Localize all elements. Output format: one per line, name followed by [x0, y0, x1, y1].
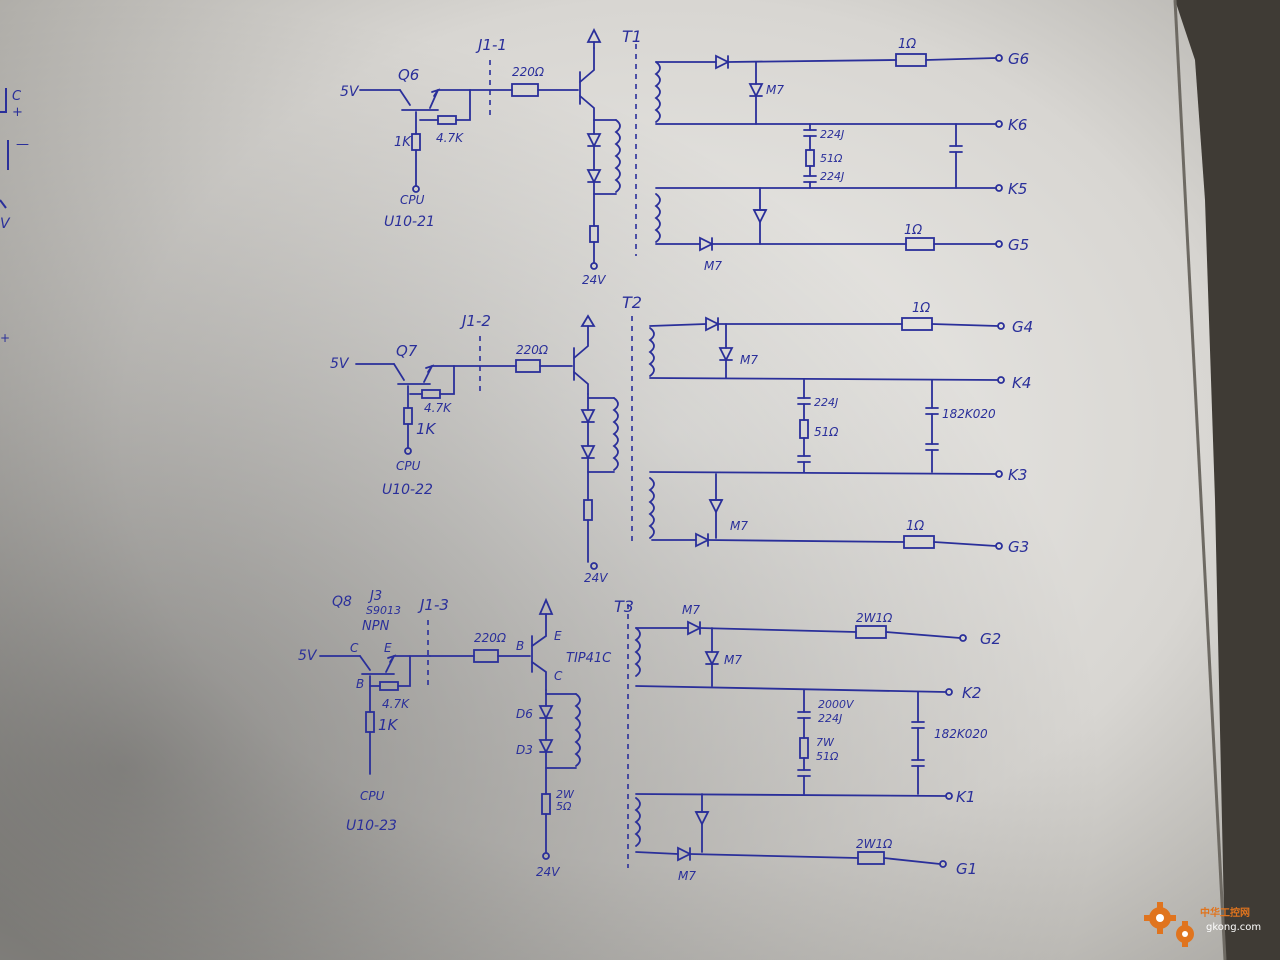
s3-tr-part: S9013: [366, 604, 401, 617]
s2-out-gate-bottom: G3: [1008, 538, 1029, 556]
s3-cpu-label: CPU: [360, 789, 385, 803]
s2-top-resistor-label: 1Ω: [912, 301, 930, 316]
s2-connector-label: J1-2: [459, 312, 491, 330]
s1-connector-label: J1-1: [475, 36, 507, 54]
gear-icon: [1144, 902, 1194, 947]
s1-transistor-label: Q6: [398, 66, 419, 84]
edge-fragment-5: +: [0, 331, 10, 345]
s2-base-resistor-label: 1K: [416, 420, 437, 438]
edge-fragment-4: V: [0, 216, 11, 232]
s3-resistor-value: 5Ω: [556, 800, 572, 813]
s1-out-k-bottom: K5: [1008, 180, 1027, 198]
s2-input-label: 5V: [330, 356, 350, 372]
s1-transformer-label: T1: [622, 27, 642, 46]
stage-1-driver: [359, 27, 621, 270]
s1-feedback-resistor-label: 4.7K: [436, 131, 464, 145]
s2-transistor-label: Q7: [396, 342, 418, 360]
s3-top-resistor-label: 2W1Ω: [856, 611, 893, 625]
s3-base-resistor-label: 1K: [378, 716, 399, 734]
s3-pin-b: B: [356, 677, 364, 691]
s3-out-gate-top: G2: [980, 630, 1001, 648]
watermark-name: 中华工控网: [1200, 906, 1250, 919]
s1-out-gate-top: G6: [1008, 50, 1029, 68]
s1-series-resistor-label: 220Ω: [512, 65, 545, 79]
s2-out-k-bottom: K3: [1008, 466, 1027, 484]
s2-cpu-pin-label: U10-22: [382, 482, 433, 498]
s2-transformer-label: T2: [622, 293, 642, 312]
s3-driver-part: TIP41C: [566, 651, 612, 666]
s3-driver-c: C: [554, 669, 563, 683]
s2-snubber-cap: 224J: [814, 396, 838, 409]
s2-cap-value: 182K020: [942, 407, 996, 421]
s2-bottom-diode-label: M7: [730, 519, 748, 533]
s3-top-diode-label: M7: [682, 603, 700, 617]
s3-out-gate-bottom: G1: [956, 860, 977, 878]
s3-input-label: 5V: [298, 648, 318, 664]
s3-out-k-top: K2: [962, 684, 981, 702]
stage-2-output: [648, 316, 1005, 550]
s3-series-resistor-label: 220Ω: [474, 631, 507, 645]
s3-top-diode-2-label: M7: [724, 653, 742, 667]
s3-snubber-cap: 224J: [818, 712, 842, 725]
s3-bottom-diode-label: M7: [678, 869, 696, 883]
s3-tr-type: NPN: [362, 619, 390, 634]
s3-cpu-pin-label: U10-23: [346, 818, 397, 834]
stage-3-driver: [319, 597, 581, 860]
s1-bottom-resistor-label: 1Ω: [904, 223, 922, 238]
s1-input-label: 5V: [340, 84, 360, 100]
s1-out-k-top: K6: [1008, 116, 1027, 134]
s3-feedback-resistor-label: 4.7K: [382, 697, 410, 711]
stage-2-driver: [355, 314, 619, 570]
s1-cpu-label: CPU: [400, 193, 425, 207]
s1-snubber-cap2: 224J: [820, 170, 844, 183]
s2-top-diode-label: M7: [740, 353, 758, 367]
s2-feedback-resistor-label: 4.7K: [424, 401, 452, 415]
s2-cpu-label: CPU: [396, 459, 421, 473]
s1-supply-label: 24V: [582, 273, 606, 287]
s1-base-resistor-label: 1K: [394, 135, 412, 150]
s3-transistor-label: Q8: [332, 594, 352, 610]
stage-1-output: [654, 53, 1003, 252]
s1-cpu-pin-label: U10-21: [384, 214, 435, 230]
stage-3-output: [634, 620, 967, 868]
s2-series-resistor-label: 220Ω: [516, 343, 549, 357]
s3-out-k-bottom: K1: [956, 788, 975, 806]
s3-driver-e: E: [554, 629, 562, 643]
s3-driver-b: B: [516, 639, 524, 653]
edge-fragments: [0, 88, 9, 209]
edge-fragment-3: —: [16, 137, 29, 152]
s3-snubber-res: 51Ω: [816, 750, 839, 763]
s1-snubber-cap1: 224J: [820, 128, 844, 141]
stage-2-dashes: [479, 316, 633, 546]
s3-tr-ref: J3: [367, 589, 382, 604]
s1-top-resistor-label: 1Ω: [898, 37, 916, 52]
watermark-url: gkong.com: [1206, 922, 1261, 933]
s1-out-gate-bottom: G5: [1008, 236, 1029, 254]
s3-bottom-resistor-label: 2W1Ω: [856, 837, 893, 851]
s3-cap-value: 182K020: [934, 727, 988, 741]
stage-3-dashes: [427, 604, 629, 868]
s3-snubber-res-power: 7W: [816, 736, 835, 749]
s3-pin-c: C: [350, 641, 359, 655]
s3-diode-2: D3: [516, 743, 533, 757]
watermark: 中华工控网 gkong.com: [1144, 902, 1261, 947]
s2-out-k-top: K4: [1012, 374, 1031, 392]
s2-out-gate-top: G4: [1012, 318, 1033, 336]
s1-bottom-diode-label: M7: [704, 259, 722, 273]
s3-supply-label: 24V: [536, 865, 560, 879]
s3-diode-1: D6: [516, 707, 533, 721]
s3-resistor-power: 2W: [556, 788, 575, 801]
s2-snubber-res: 51Ω: [814, 425, 839, 439]
s1-snubber-res: 51Ω: [820, 152, 843, 165]
s1-top-diode-label: M7: [766, 83, 784, 97]
s3-snubber-cap-voltage: 2000V: [818, 698, 855, 711]
s2-bottom-resistor-label: 1Ω: [906, 519, 924, 534]
s3-pin-e: E: [384, 641, 392, 655]
s2-supply-label: 24V: [584, 571, 608, 585]
s3-transformer-label: T3: [614, 597, 634, 616]
edge-fragment-1: C: [12, 89, 22, 104]
s3-connector-label: J1-3: [417, 596, 449, 614]
edge-fragment-2: +: [12, 105, 23, 120]
